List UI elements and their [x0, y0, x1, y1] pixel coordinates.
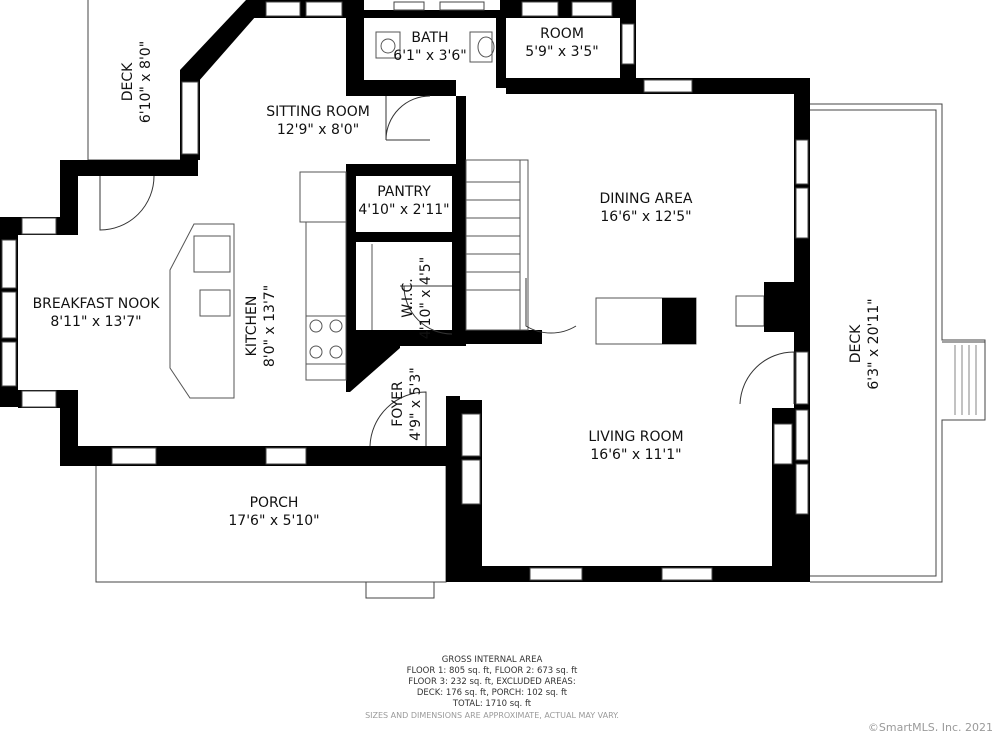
dining-fireplace-fill — [662, 282, 776, 344]
area-summary: GROSS INTERNAL AREA FLOOR 1: 805 sq. ft,… — [365, 655, 619, 720]
room-dining-area-dims: 16'6" x 12'5" — [600, 209, 691, 225]
room-living-room-dims: 16'6" x 11'1" — [590, 447, 681, 463]
porch-outline — [95, 466, 447, 599]
area-line-2: FLOOR 3: 232 sq. ft, EXCLUDED AREAS: — [408, 677, 575, 687]
room-breakfast-nook-name: BREAKFAST NOOK — [33, 296, 161, 312]
copyright-text: ©SmartMLS, Inc. 2021 — [868, 721, 993, 731]
room-deck-right-dims: 6'3" x 20'11" — [866, 298, 882, 389]
room-labels: DECK 6'10" x 8'0" BATH 6'1" x 3'6" ROOM … — [33, 26, 882, 529]
room-kitchen-name: KITCHEN — [244, 296, 260, 357]
doors — [99, 95, 795, 447]
room-wic-dims: 4'10" x 4'5" — [418, 257, 434, 339]
room-deck-left-name: DECK — [120, 62, 136, 101]
room-bath-name: BATH — [411, 30, 448, 46]
area-heading: GROSS INTERNAL AREA — [442, 655, 543, 665]
room-pantry-name: PANTRY — [377, 184, 431, 200]
room-deck-left-dims: 6'10" x 8'0" — [138, 41, 154, 123]
room-breakfast-nook-dims: 8'11" x 13'7" — [50, 314, 141, 330]
room-room-name: ROOM — [540, 26, 584, 42]
room-kitchen-dims: 8'0" x 13'7" — [262, 285, 278, 367]
room-room-dims: 5'9" x 3'5" — [525, 44, 598, 60]
area-line-3: DECK: 176 sq. ft, PORCH: 102 sq. ft — [417, 688, 568, 698]
room-sitting-room-dims: 12'9" x 8'0" — [277, 122, 359, 138]
room-living-room-name: LIVING ROOM — [588, 429, 683, 445]
room-porch-name: PORCH — [250, 495, 299, 511]
room-porch-dims: 17'6" x 5'10" — [228, 513, 319, 529]
room-foyer-dims: 4'9" x 5'3" — [408, 367, 424, 440]
area-disclaimer: SIZES AND DIMENSIONS ARE APPROXIMATE, AC… — [365, 711, 619, 720]
deck-right-outline — [810, 103, 986, 583]
room-deck-right-name: DECK — [848, 324, 864, 363]
room-dining-area-name: DINING AREA — [599, 191, 692, 207]
room-bath-dims: 6'1" x 3'6" — [393, 48, 466, 64]
area-line-1: FLOOR 1: 805 sq. ft, FLOOR 2: 673 sq. ft — [407, 666, 578, 676]
room-pantry-dims: 4'10" x 2'11" — [358, 202, 449, 218]
windows — [1, 1, 809, 581]
room-wic-name: W.I.C. — [400, 278, 416, 318]
area-line-4: TOTAL: 1710 sq. ft — [452, 699, 532, 709]
room-foyer-name: FOYER — [390, 381, 406, 427]
room-sitting-room-name: SITTING ROOM — [266, 104, 370, 120]
deck-right-steps — [954, 345, 977, 415]
